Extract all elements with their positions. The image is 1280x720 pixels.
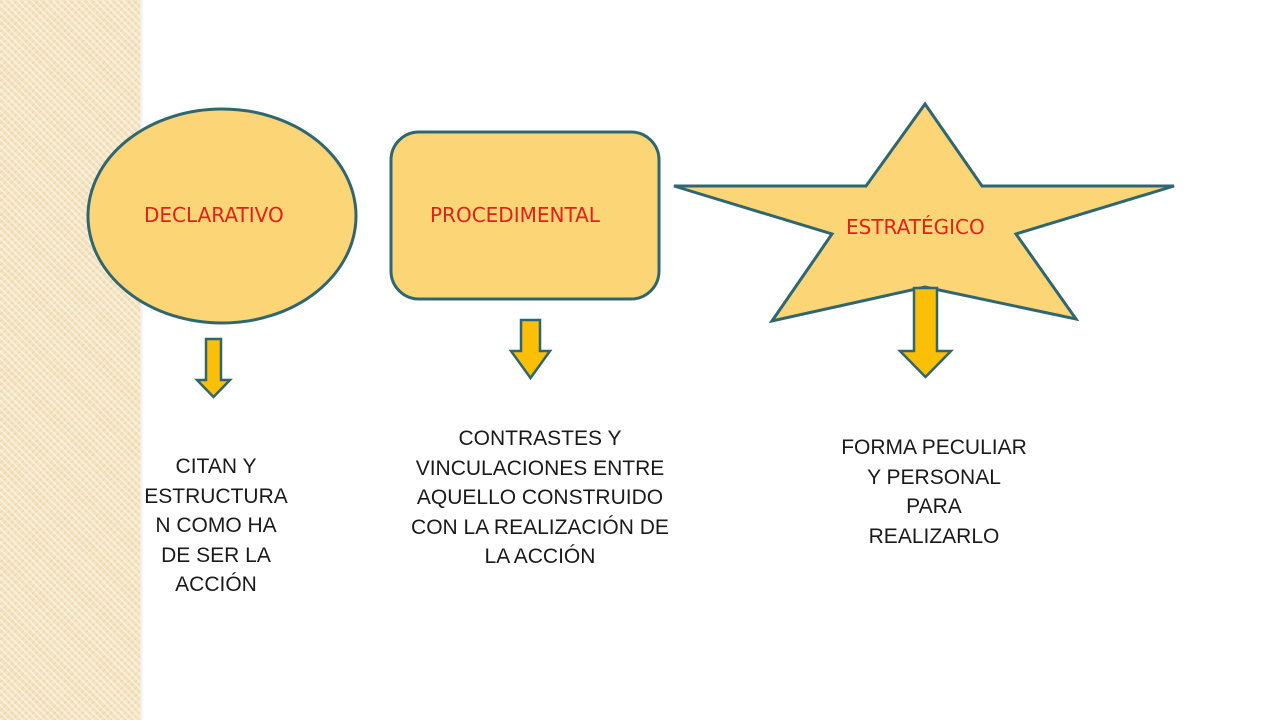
procedimental-description: CONTRASTES Y VINCULACIONES ENTRE AQUELLO… <box>380 424 700 572</box>
description-line: CITAN Y <box>175 455 257 478</box>
description-line: CONTRASTES Y <box>458 427 622 450</box>
description-line: N COMO HA <box>155 514 277 537</box>
estrategico-down-arrow-icon <box>897 286 954 379</box>
declarativo-description: CITAN Y ESTRUCTURA N COMO HA DE SER LA A… <box>116 452 316 600</box>
stripe-shadow <box>140 0 144 720</box>
description-line: Y PERSONAL <box>867 465 1001 489</box>
description-line: VINCULACIONES ENTRE <box>415 456 665 480</box>
description-line: FORMA PECULIAR <box>841 436 1027 459</box>
decorative-side-stripe <box>0 0 140 720</box>
description-line: AQUELLO CONSTRUIDO <box>416 486 664 509</box>
description-line: ACCIÓN <box>175 573 257 596</box>
description-line: PARA <box>906 495 962 518</box>
estrategico-description: FORMA PECULIAR Y PERSONAL PARA REALIZARL… <box>814 433 1054 551</box>
description-line: CON LA REALIZACIÓN DE <box>411 515 669 539</box>
description-line: ESTRUCTURA <box>144 484 288 508</box>
description-line: REALIZARLO <box>868 524 1000 548</box>
procedimental-label: PROCEDIMENTAL <box>430 203 600 227</box>
estrategico-label: ESTRATÉGICO <box>846 215 985 239</box>
description-line: LA ACCIÓN <box>484 545 596 568</box>
procedimental-down-arrow-icon <box>508 318 553 381</box>
declarativo-label: DECLARATIVO <box>144 203 284 227</box>
declarativo-down-arrow-icon <box>194 337 233 399</box>
declarativo-ellipse[interactable] <box>86 107 358 325</box>
procedimental-rounded-rect[interactable] <box>389 130 661 301</box>
description-line: DE SER LA <box>161 543 271 567</box>
